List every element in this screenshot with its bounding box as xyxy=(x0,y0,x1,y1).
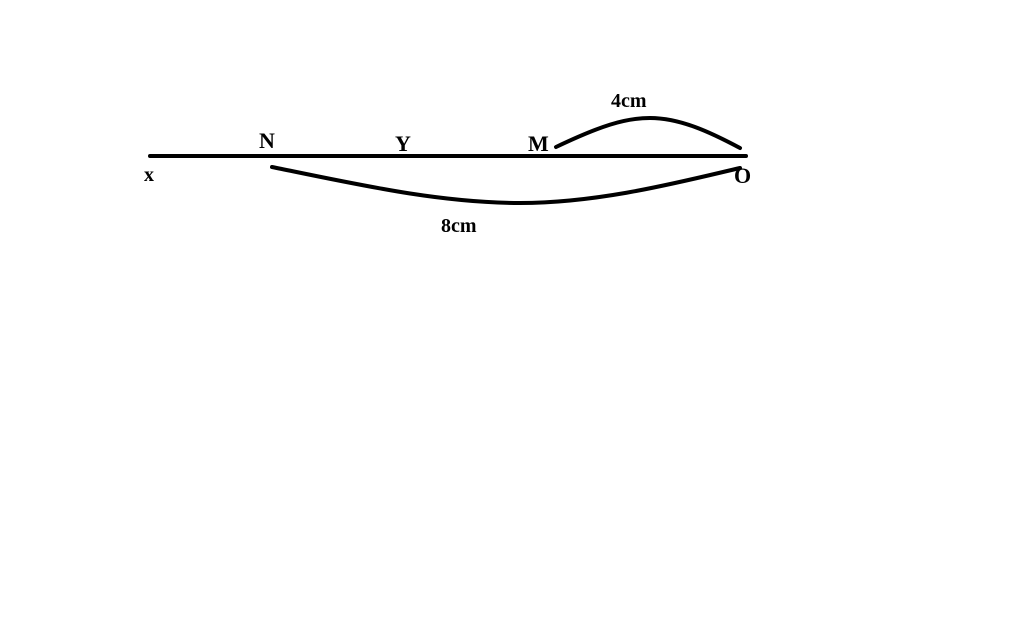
point-label-m: M xyxy=(528,131,549,156)
point-label-x: x xyxy=(144,164,154,186)
measure-label-no: 8cm xyxy=(441,215,477,237)
measure-label-mo: 4cm xyxy=(611,90,647,112)
point-label-o: O xyxy=(734,163,751,188)
point-label-y: Y xyxy=(395,131,411,156)
arc-no xyxy=(270,165,742,206)
point-label-n: N xyxy=(259,128,275,153)
arc-mo xyxy=(554,115,742,150)
